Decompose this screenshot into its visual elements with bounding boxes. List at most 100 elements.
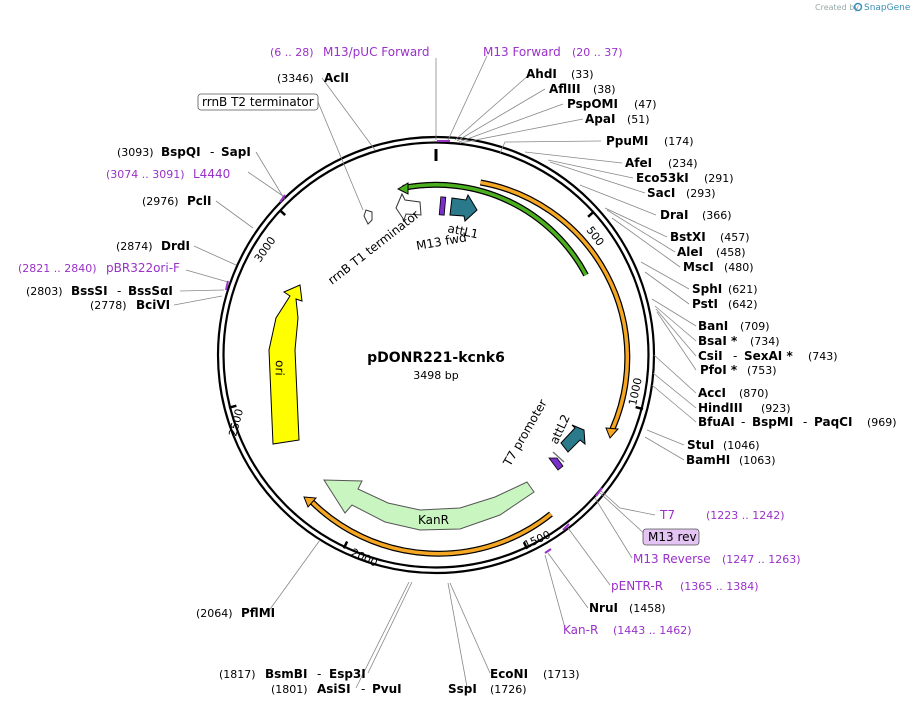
- rrnb-t2-label-box[interactable]: [197, 93, 319, 111]
- afliii-name: AflIII: [549, 82, 581, 96]
- tick-label-3000: 3000: [252, 234, 279, 264]
- t7-promoter-feature[interactable]: [552, 451, 565, 463]
- snapgene-logo-icon: [853, 2, 863, 12]
- asisi-pos: (1801): [271, 683, 308, 696]
- stui-pos: (1046): [723, 439, 760, 452]
- enzyme-stui[interactable]: StuI (1046): [687, 438, 760, 452]
- enzyme-eco53ki[interactable]: Eco53kI (291): [636, 171, 734, 185]
- nrui-pos: (1458): [629, 602, 666, 615]
- enzyme-bsssi-bsssai[interactable]: (2803) BssSI - BssSαI: [26, 284, 173, 298]
- enzyme-psti[interactable]: PstI (642): [692, 297, 758, 311]
- leader-afei: [524, 151, 623, 164]
- saci-pos: (293): [686, 187, 716, 200]
- t7-primer-name[interactable]: T7: [659, 508, 675, 522]
- acci-name: AccI: [698, 386, 726, 400]
- enzyme-bstxi[interactable]: BstXI (457): [670, 230, 750, 244]
- ori-feature-arrow[interactable]: [268, 284, 303, 445]
- drai-pos: (366): [702, 209, 732, 222]
- hindiii-pos: (923): [761, 402, 791, 415]
- sspi-pos: (1726): [490, 683, 527, 696]
- enzyme-pflmi[interactable]: (2064) PflMI: [196, 606, 275, 620]
- enzyme-sphi[interactable]: SphI (621): [692, 282, 758, 296]
- enzyme-msci[interactable]: MscI (480): [683, 260, 754, 274]
- bamhi-pos: (1063): [739, 454, 776, 467]
- enzyme-sspi[interactable]: SspI (1726): [448, 682, 527, 696]
- enzyme-bfuai-bspmi-paqci[interactable]: BfuAI - BspMI - PaqCI (969): [698, 415, 897, 429]
- attl1-feature-arrow[interactable]: [449, 193, 478, 222]
- enzyme-bcivi[interactable]: (2778) BciVI: [90, 298, 170, 312]
- enzyme-econi[interactable]: EcoNI (1713): [490, 667, 580, 681]
- feature-outline-green: [402, 181, 589, 277]
- l4440-name[interactable]: L4440: [193, 167, 230, 181]
- bsmbi-sep: -: [317, 667, 321, 681]
- m13-puc-name[interactable]: M13/pUC Forward: [323, 45, 430, 59]
- kan-r-primer-name[interactable]: Kan-R: [563, 623, 598, 637]
- enzyme-pspomi[interactable]: PspOMI (47): [567, 97, 657, 111]
- rrnb-t1-terminator-arrow[interactable]: [395, 192, 422, 222]
- ppumi-pos: (174): [664, 135, 694, 148]
- m13-fwd-feature[interactable]: [438, 196, 447, 216]
- primer-mark-kan-r: [544, 548, 552, 554]
- ahdi-name: AhdI: [526, 67, 557, 81]
- enzyme-apai[interactable]: ApaI (51): [585, 112, 650, 126]
- enzyme-ppumi[interactable]: PpuMI (174): [606, 134, 694, 148]
- enzyme-drai[interactable]: DraI (366): [660, 208, 732, 222]
- feature-orange-bottom: [308, 498, 553, 556]
- leader-pbr322ori: [185, 269, 229, 283]
- leader-bstxi: [604, 207, 668, 238]
- bfuai-pos: (969): [867, 416, 897, 429]
- rrnb-t2-terminator-arrow[interactable]: [363, 209, 373, 225]
- enzyme-asisi-pvui[interactable]: (1801) AsiSI - PvuI: [271, 682, 402, 696]
- enzyme-csii-sexai[interactable]: CsiI - SexAI * (743): [698, 349, 838, 363]
- m13-rev-feature[interactable]: [548, 457, 564, 471]
- leader-sphi: [640, 261, 690, 290]
- leader-bsssi: [179, 289, 225, 292]
- drai-name: DraI: [660, 208, 688, 222]
- m13-rev-feature-label-box[interactable]: [642, 528, 700, 546]
- enzyme-bani[interactable]: BanI (709): [698, 319, 770, 333]
- plasmid-length: 3498 bp: [413, 369, 458, 382]
- attl2-feature-arrow[interactable]: [560, 424, 586, 453]
- enzyme-bsmbi-esp3i[interactable]: (1817) BsmBI - Esp3I: [219, 667, 366, 681]
- leader-pcli: [215, 200, 254, 229]
- enzyme-pcli[interactable]: (2976) PclI: [142, 194, 212, 208]
- enzyme-acci[interactable]: AccI (870): [698, 386, 769, 400]
- credit-brand: SnapGene: [864, 3, 911, 13]
- pentr-r-range: (1365 .. 1384): [680, 580, 759, 593]
- m13-puc-range: (6 .. 28): [270, 46, 314, 59]
- enzyme-pfoi[interactable]: PfoI * (753): [700, 363, 777, 377]
- pentr-r-name[interactable]: pENTR-R: [611, 579, 663, 593]
- enzyme-nrui[interactable]: NruI (1458): [589, 601, 666, 615]
- enzyme-acli[interactable]: (3346) AclI: [277, 71, 349, 85]
- leader-acci: [653, 354, 697, 394]
- enzyme-saci[interactable]: SacI (293): [647, 186, 716, 200]
- afei-name: AfeI: [625, 156, 652, 170]
- tick-1500: [522, 541, 529, 550]
- m13-forward-name[interactable]: M13 Forward: [483, 45, 561, 59]
- enzyme-bsai[interactable]: BsaI * (734): [698, 334, 780, 348]
- ahdi-pos: (33): [571, 68, 594, 81]
- enzyme-alei[interactable]: AleI (458): [677, 245, 746, 259]
- enzyme-bspqi-sapi[interactable]: (3093) BspQI - SapI: [117, 145, 251, 159]
- bcivi-name: BciVI: [136, 298, 170, 312]
- enzyme-afei[interactable]: AfeI (234): [625, 156, 698, 170]
- enzyme-bamhi[interactable]: BamHI (1063): [686, 453, 776, 467]
- pfoi-pos: (753): [747, 364, 777, 377]
- apai-name: ApaI: [585, 112, 615, 126]
- asisi-sep: -: [361, 682, 365, 696]
- m13-reverse-name[interactable]: M13 Reverse: [633, 552, 711, 566]
- bsssi-sep: -: [117, 284, 121, 298]
- bspqi-name: BspQI: [161, 145, 201, 159]
- enzyme-hindiii[interactable]: HindIII (923): [698, 401, 791, 415]
- tick-label-2000: 2000: [349, 546, 380, 570]
- econi-name: EcoNI: [490, 667, 528, 681]
- primer-mark-l4440: [279, 194, 286, 203]
- bsai-name: BsaI *: [698, 334, 738, 348]
- enzyme-afliii[interactable]: AflIII (38): [549, 82, 616, 96]
- m13-reverse-range: (1247 .. 1263): [722, 553, 801, 566]
- enzyme-drdi[interactable]: (2874) DrdI: [116, 239, 190, 253]
- apai-pos: (51): [627, 113, 650, 126]
- pbr322ori-name[interactable]: pBR322ori-F: [106, 261, 180, 275]
- enzyme-ahdi[interactable]: AhdI (33): [526, 67, 594, 81]
- kanr-feature-arrow[interactable]: [323, 479, 535, 531]
